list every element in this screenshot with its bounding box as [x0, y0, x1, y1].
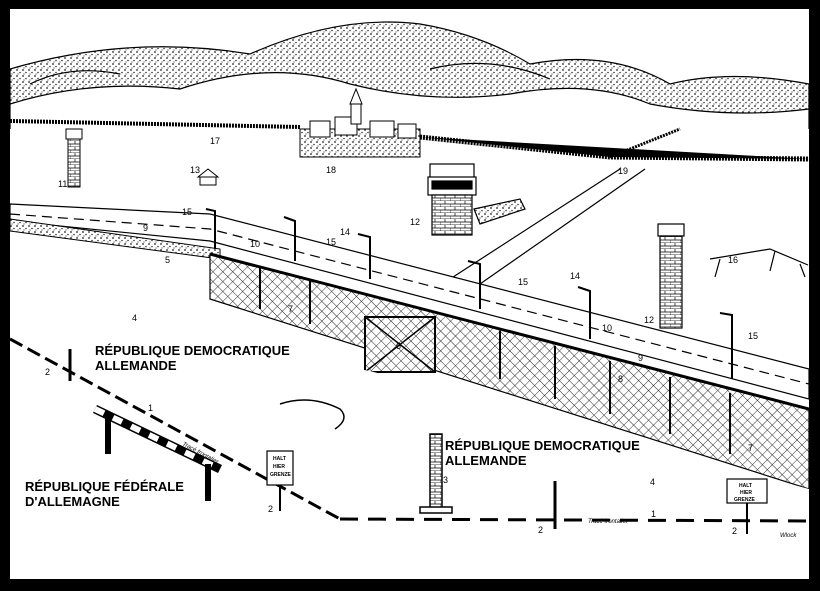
signature: Wlock	[780, 533, 797, 539]
callout-numbers: 1 1 2 2 2 2 3 4 4 5 6 7 7 8 9 9 10 10 11…	[45, 136, 758, 536]
fence-posts	[259, 267, 731, 454]
num-18: 18	[326, 165, 336, 175]
bottom-border-trace	[339, 517, 809, 523]
num-5: 5	[165, 255, 170, 265]
right-sign-line2: HIER	[740, 490, 752, 496]
small-house	[196, 168, 220, 186]
left-sign-line3: GRENZE	[270, 472, 292, 478]
num-14b: 14	[570, 271, 580, 281]
num-10b: 10	[602, 323, 612, 333]
num-4a: 4	[132, 313, 137, 323]
border-fortification-illustration: RÉPUBLIQUE DEMOCRATIQUE ALLEMANDE RÉPUBL…	[10, 21, 809, 579]
num-15d: 15	[748, 331, 758, 341]
diagonal-border-trace	[10, 337, 341, 521]
halt-sign-left	[266, 450, 294, 511]
num-1a: 1	[148, 403, 153, 413]
num-11: 11	[58, 179, 67, 189]
village	[299, 87, 421, 158]
left-sign-line1: HALT	[273, 456, 286, 462]
patrol-road	[10, 203, 809, 400]
num-3: 3	[443, 475, 448, 485]
center-watchtower	[427, 163, 526, 236]
border-post	[419, 433, 453, 514]
num-15b: 15	[326, 237, 336, 247]
rda-right-line2: ALLEMANDE	[445, 453, 527, 468]
num-2b: 2	[268, 504, 273, 514]
side-road	[449, 168, 646, 285]
num-16: 16	[728, 255, 738, 265]
num-19: 19	[618, 166, 628, 176]
street-lamps	[205, 208, 733, 379]
num-2a: 2	[45, 367, 50, 377]
right-watchtower	[657, 223, 685, 329]
halt-sign-right	[726, 478, 768, 534]
rda-left-line1: RÉPUBLIQUE DEMOCRATIQUE	[95, 343, 290, 358]
swing-set	[709, 248, 809, 278]
main-fence	[209, 252, 809, 490]
border-barrier	[93, 404, 222, 501]
num-9a: 9	[143, 223, 148, 233]
num-8: 8	[618, 374, 623, 384]
num-6: 6	[396, 341, 401, 351]
num-7a: 7	[288, 304, 293, 314]
num-12b: 12	[644, 315, 654, 325]
left-sign-line2: HIER	[273, 464, 285, 470]
num-2c: 2	[538, 525, 543, 535]
rda-right-line1: RÉPUBLIQUE DEMOCRATIQUE	[445, 438, 640, 453]
num-9b: 9	[638, 353, 643, 363]
border-markers	[68, 349, 557, 529]
num-1b: 1	[651, 509, 656, 519]
num-4b: 4	[650, 477, 655, 487]
right-sign-line3: GRENZE	[734, 497, 756, 503]
num-14a: 14	[340, 227, 350, 237]
far-fence	[10, 119, 809, 162]
right-sign-line1: HALT	[739, 483, 752, 489]
num-12a: 12	[410, 217, 420, 227]
num-2d: 2	[732, 526, 737, 536]
num-13: 13	[190, 165, 200, 175]
rfa-line1: RÉPUBLIQUE FÉDÉRALE	[25, 479, 184, 494]
num-15a: 15	[182, 207, 192, 217]
stream	[279, 399, 345, 430]
num-10a: 10	[250, 239, 260, 249]
num-15c: 15	[518, 277, 528, 287]
rda-left-line2: ALLEMANDE	[95, 358, 177, 373]
trace-label-bottom: Tracé frontalier	[588, 519, 629, 525]
rfa-line2: D'ALLEMAGNE	[25, 494, 120, 509]
far-watchtower	[65, 128, 83, 188]
num-7b: 7	[748, 443, 753, 453]
illustration-frame: RÉPUBLIQUE DEMOCRATIQUE ALLEMANDE RÉPUBL…	[10, 9, 809, 579]
num-17: 17	[210, 136, 220, 146]
lower-ground	[10, 309, 809, 579]
